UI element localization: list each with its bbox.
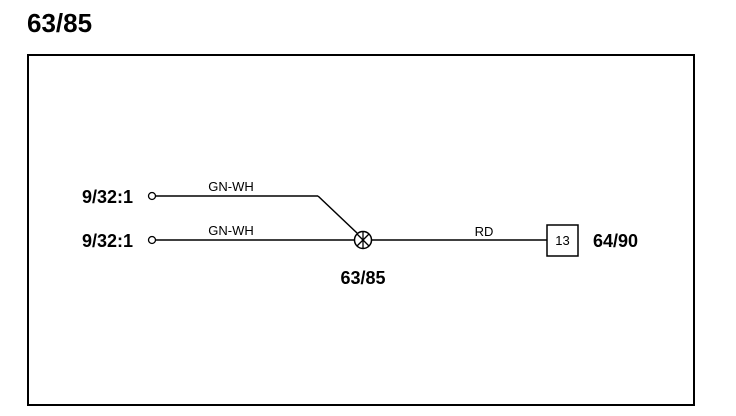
splice-icon[interactable] [353, 230, 373, 250]
connector-pin-bottom[interactable] [147, 235, 157, 245]
terminal-pin-number: 13 [555, 233, 569, 248]
wire-bottom-color-label: GN-WH [208, 223, 254, 238]
wire-out-color-label: RD [475, 224, 494, 239]
splice-label: 63/85 [340, 268, 385, 288]
page-title: 63/85 [27, 8, 93, 38]
wire-top-color-label: GN-WH [208, 179, 254, 194]
connector-label-top: 9/32:1 [82, 187, 133, 207]
diagram-frame [27, 54, 695, 406]
connector-pin-top[interactable] [147, 191, 157, 201]
terminal-box[interactable] [546, 224, 579, 257]
terminal-label: 64/90 [593, 231, 638, 251]
wire-top-diagonal[interactable] [317, 195, 358, 234]
connector-label-bottom: 9/32:1 [82, 231, 133, 251]
